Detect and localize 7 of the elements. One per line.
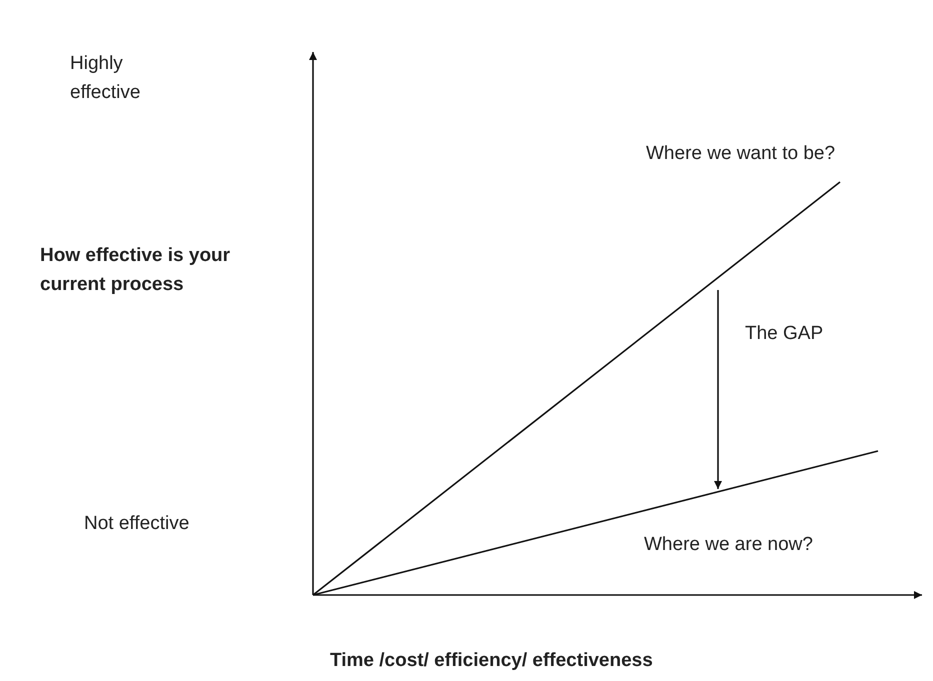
line-label: Where we are now? xyxy=(644,533,814,557)
axis-label: Highly effective xyxy=(70,52,142,104)
line-label: Where we want to be? xyxy=(646,142,836,166)
axis-title: Time /cost/ efficiency/ effectiveness xyxy=(330,649,653,673)
axis-label: Not effective xyxy=(84,512,190,536)
gap-label: The GAP xyxy=(745,322,824,346)
axis-title: How effective is your current process xyxy=(40,244,232,296)
